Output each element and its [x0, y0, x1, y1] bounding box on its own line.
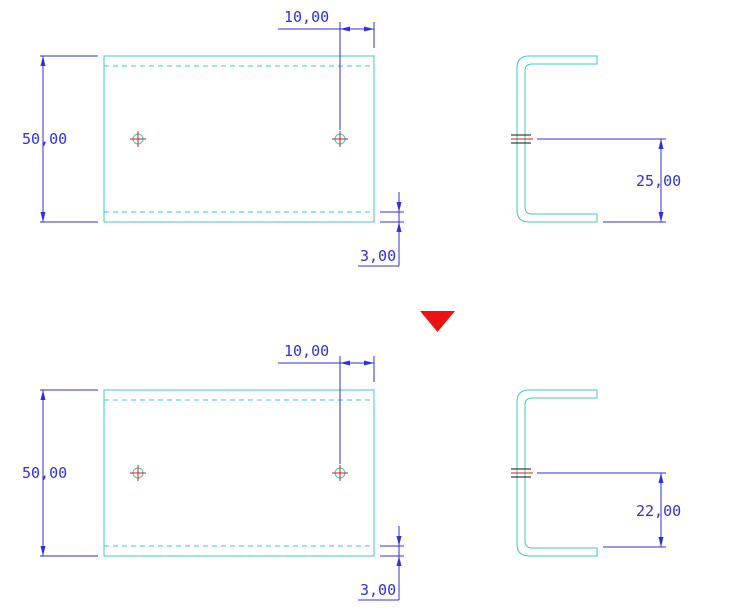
- hole-left: [130, 131, 146, 147]
- dimension-height: 50,00: [22, 55, 98, 223]
- plate-outline: [103, 55, 375, 223]
- front-view: [103, 55, 375, 223]
- dimension-side-hole-height: 25,00: [537, 138, 681, 223]
- dimension-label-side-hole-height: 22,00: [636, 502, 681, 520]
- channel-profile: [516, 55, 598, 223]
- side-view: [511, 389, 598, 557]
- dimension-label-height: 50,00: [22, 464, 67, 482]
- dimension-label-height: 50,00: [22, 130, 67, 148]
- front-view: [103, 389, 375, 557]
- dimension-thickness: 3,00: [358, 192, 404, 267]
- dimension-thickness: 3,00: [358, 526, 404, 601]
- drawing-bottom: 50,00 10,00 3,00: [22, 342, 681, 601]
- dimension-hole-offset: 10,00: [278, 342, 375, 464]
- down-triangle-icon: [420, 311, 455, 332]
- drawing-top: 50,00 10,00 3,00: [22, 8, 681, 267]
- dimension-side-hole-height: 22,00: [537, 472, 681, 548]
- plate-outline: [103, 389, 375, 557]
- dimension-label-hole-offset: 10,00: [284, 342, 329, 360]
- hole-right: [332, 465, 348, 481]
- hole-right: [332, 131, 348, 147]
- dimension-label-side-hole-height: 25,00: [636, 172, 681, 190]
- dimension-label-thickness: 3,00: [360, 581, 396, 599]
- hole-left: [130, 465, 146, 481]
- dimension-hole-offset: 10,00: [278, 8, 375, 130]
- dimension-label-thickness: 3,00: [360, 247, 396, 265]
- channel-profile: [516, 389, 598, 557]
- dimension-height: 50,00: [22, 389, 98, 557]
- side-view: [511, 55, 598, 223]
- dimension-label-hole-offset: 10,00: [284, 8, 329, 26]
